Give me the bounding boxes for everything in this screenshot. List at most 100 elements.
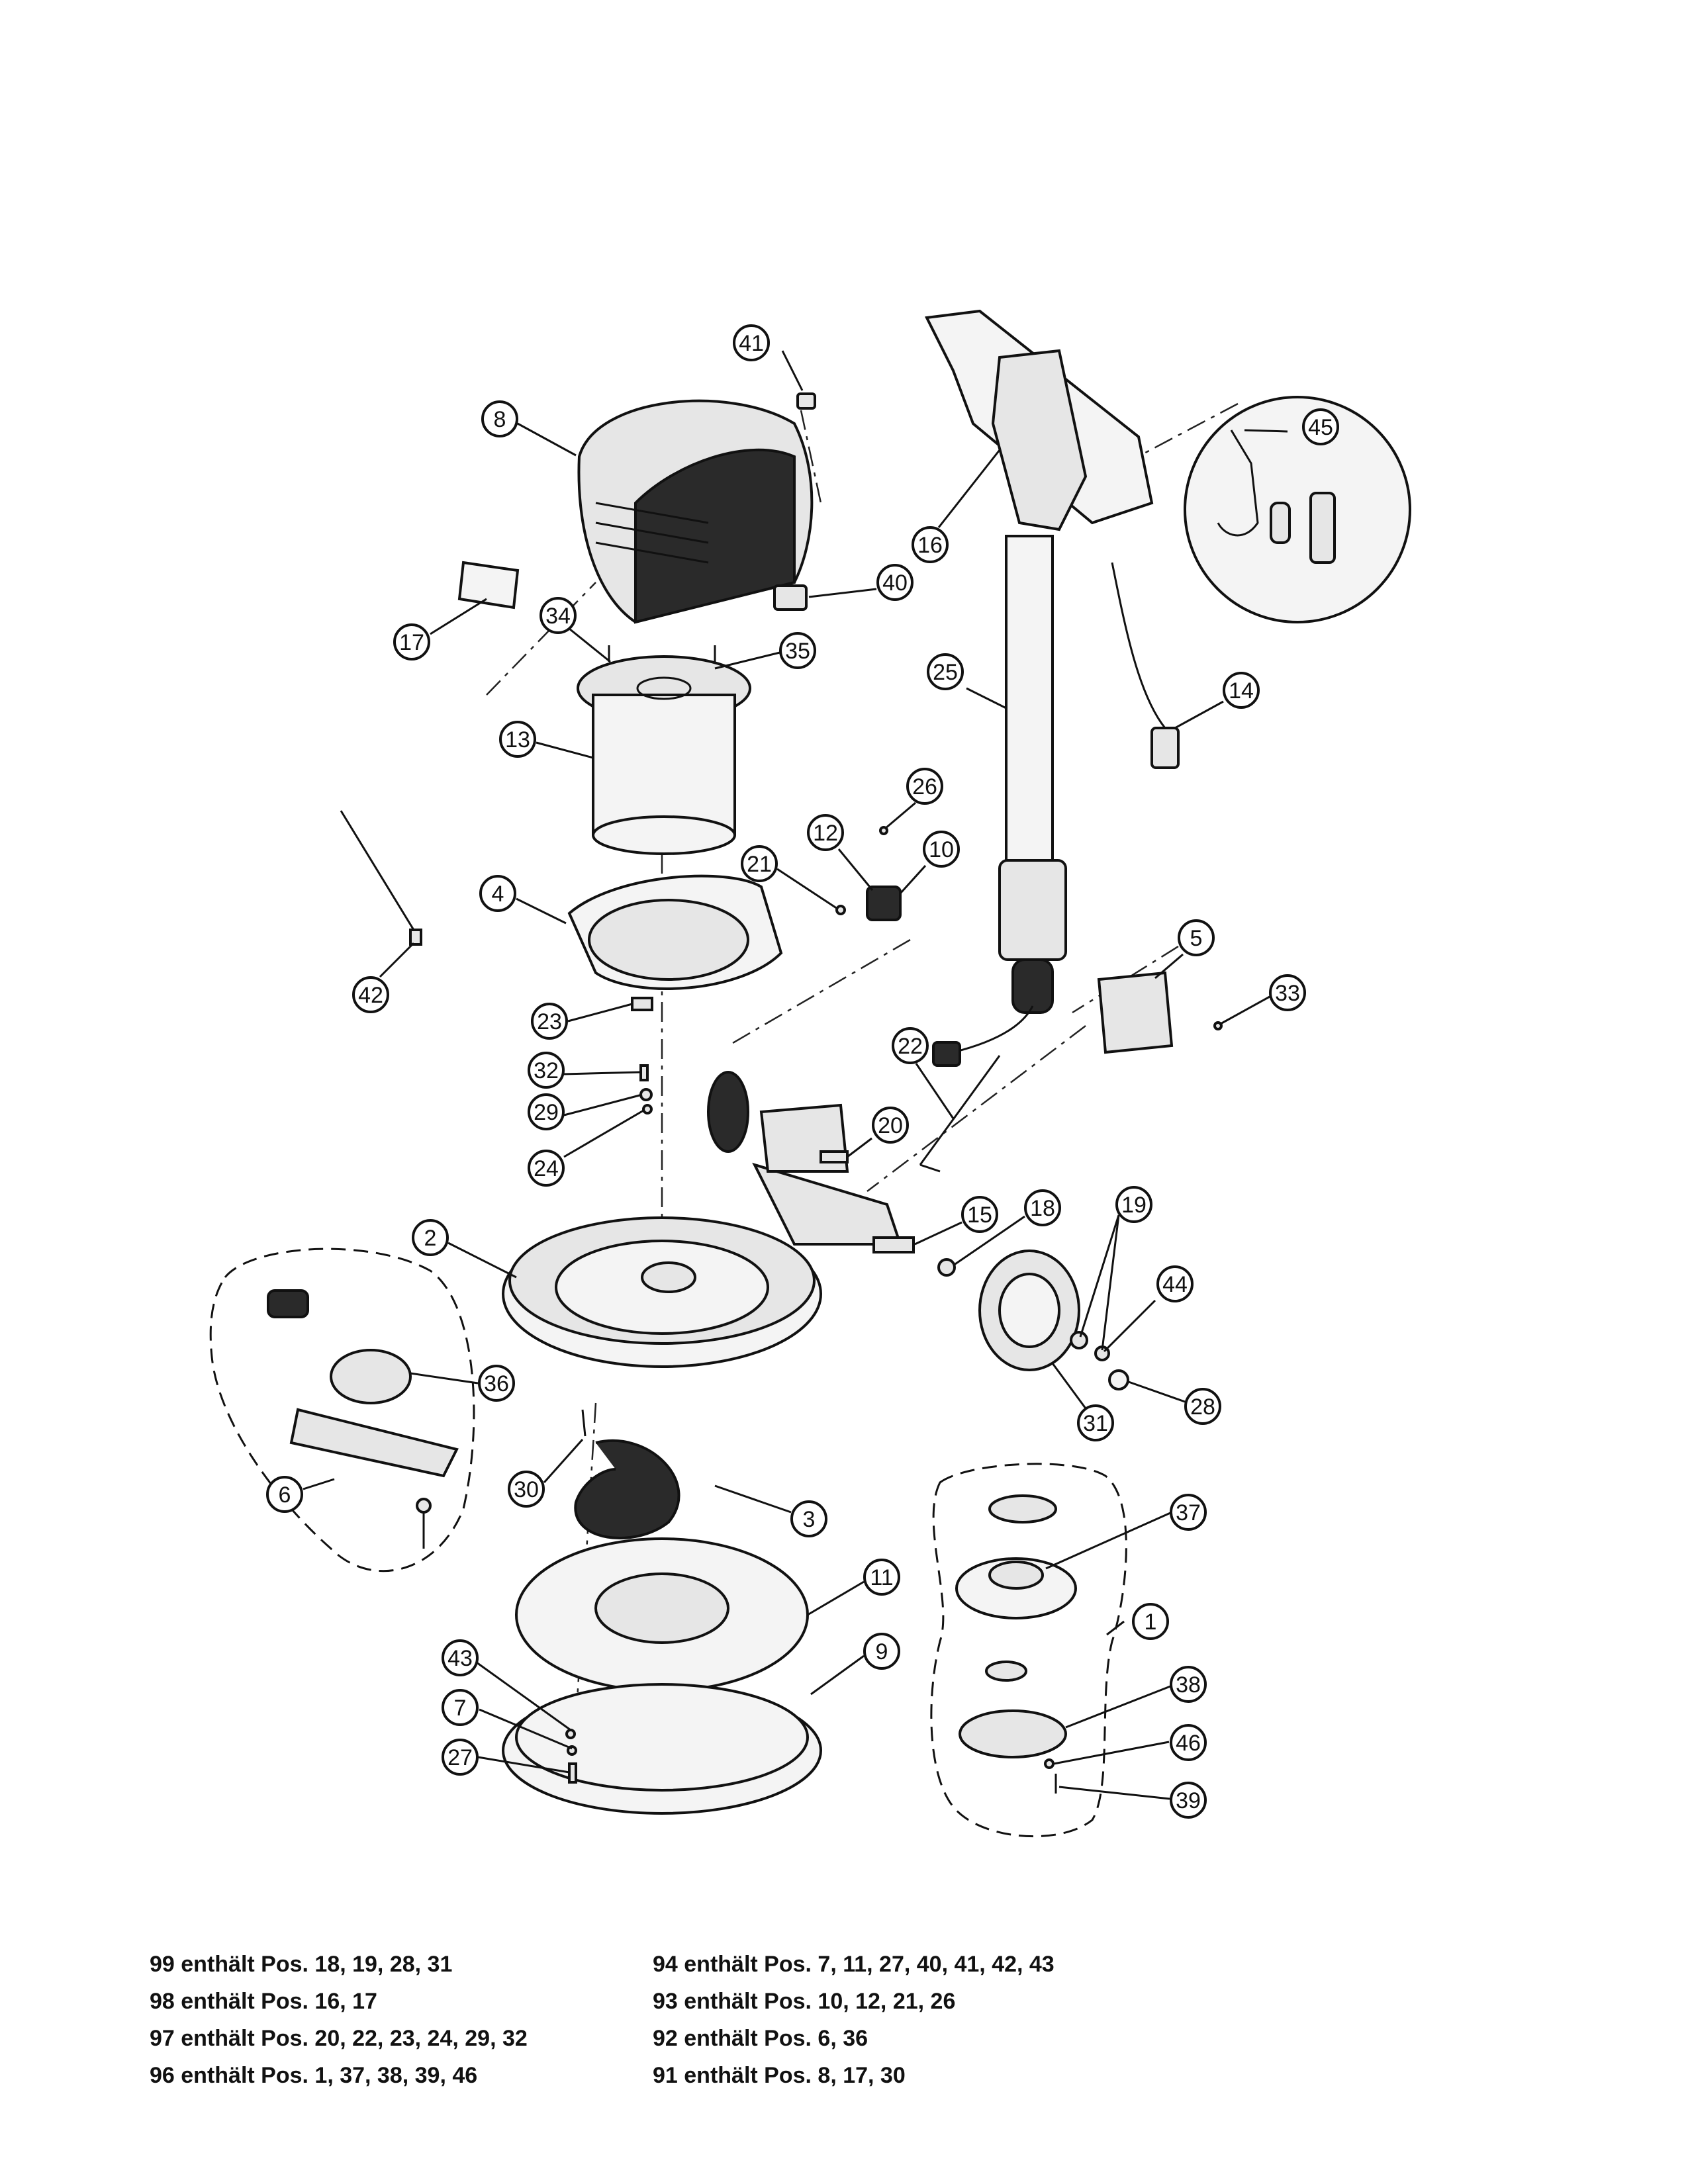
svg-text:10: 10 (929, 837, 954, 862)
callout-10: 10 (923, 831, 960, 868)
legend-column-left: 99 enthält Pos. 18, 19, 28, 31 98 enthäl… (150, 1946, 528, 2094)
svg-text:32: 32 (534, 1058, 559, 1083)
callout-34: 34 (539, 597, 577, 634)
legend-row: 99 enthält Pos. 18, 19, 28, 31 (150, 1952, 453, 1977)
legend-row: 94 enthält Pos. 7, 11, 27, 40, 41, 42, 4… (653, 1952, 1055, 1977)
svg-text:1: 1 (1145, 1610, 1157, 1635)
callout-23: 23 (531, 1003, 568, 1040)
callout-3: 3 (790, 1500, 827, 1537)
legend-row: 91 enthält Pos. 8, 17, 30 (653, 2063, 906, 2088)
part-5-bracket (1097, 971, 1223, 1054)
legend-row: 97 enthält Pos. 20, 22, 23, 24, 29, 32 (150, 2026, 528, 2051)
gasket-plate (567, 874, 783, 990)
svg-text:33: 33 (1275, 981, 1300, 1006)
svg-text:38: 38 (1176, 1672, 1201, 1698)
callout-15: 15 (961, 1196, 998, 1233)
callout-11: 11 (863, 1559, 900, 1596)
legend-row: 98 enthält Pos. 16, 17 (150, 1989, 377, 2014)
callout-1: 1 (1132, 1603, 1169, 1640)
svg-text:18: 18 (1030, 1196, 1055, 1221)
callout-28: 28 (1184, 1388, 1221, 1425)
callout-26: 26 (906, 768, 943, 805)
chassis (502, 1071, 902, 1368)
svg-text:25: 25 (933, 660, 958, 685)
idler-assembly (267, 1289, 459, 1549)
callout-22: 22 (892, 1027, 929, 1064)
motor-hood (577, 399, 814, 624)
svg-text:24: 24 (534, 1156, 559, 1181)
part-40-switch (773, 584, 808, 611)
callout-40: 40 (876, 564, 914, 601)
svg-text:21: 21 (747, 852, 772, 877)
svg-text:5: 5 (1190, 926, 1203, 951)
callout-41: 41 (733, 324, 770, 361)
callout-44: 44 (1156, 1265, 1194, 1302)
callout-24: 24 (528, 1150, 565, 1187)
svg-text:26: 26 (912, 774, 937, 799)
callout-46: 46 (1170, 1724, 1207, 1761)
part-41-plug (796, 392, 816, 410)
svg-text:40: 40 (882, 570, 908, 596)
svg-text:46: 46 (1176, 1731, 1201, 1756)
svg-text:30: 30 (514, 1477, 539, 1502)
svg-text:14: 14 (1229, 678, 1254, 704)
callout-4: 4 (479, 875, 516, 912)
hub-group-outline (930, 1463, 1127, 1838)
svg-text:35: 35 (785, 639, 810, 664)
svg-text:8: 8 (494, 407, 506, 432)
callout-9: 9 (863, 1633, 900, 1670)
drive-hub-assembly (955, 1494, 1077, 1794)
callout-5: 5 (1178, 919, 1215, 956)
callout-20: 20 (872, 1107, 909, 1144)
svg-text:29: 29 (534, 1100, 559, 1125)
part-45-hook-set (1184, 396, 1411, 623)
callout-29: 29 (528, 1093, 565, 1130)
svg-text:23: 23 (537, 1009, 562, 1034)
svg-text:17: 17 (399, 630, 424, 655)
svg-text:41: 41 (739, 331, 764, 356)
part-17-label (457, 561, 520, 610)
callout-7: 7 (442, 1689, 479, 1726)
callout-31: 31 (1077, 1404, 1114, 1441)
callout-32: 32 (528, 1052, 565, 1089)
callout-35: 35 (779, 632, 816, 669)
part-31-wheel (978, 1250, 1129, 1390)
callout-17: 17 (393, 623, 430, 660)
svg-text:19: 19 (1121, 1193, 1147, 1218)
svg-text:11: 11 (870, 1565, 893, 1590)
callout-2: 2 (412, 1219, 449, 1256)
legend-column-right: 94 enthält Pos. 7, 11, 27, 40, 41, 42, 4… (653, 1946, 1055, 2094)
callout-39: 39 (1170, 1782, 1207, 1819)
svg-text:36: 36 (484, 1371, 509, 1396)
part-11-skirt-ring (515, 1537, 809, 1692)
part-42-rod (340, 810, 422, 946)
callout-27: 27 (442, 1739, 479, 1776)
alignment-lines (486, 402, 1239, 1721)
callout-30: 30 (508, 1471, 545, 1508)
axle-parts (820, 1055, 1001, 1277)
callout-37: 37 (1170, 1494, 1207, 1531)
svg-text:20: 20 (878, 1113, 903, 1138)
callout-12: 12 (807, 814, 844, 851)
svg-text:31: 31 (1083, 1411, 1108, 1436)
svg-text:15: 15 (967, 1203, 992, 1228)
motor (577, 645, 751, 855)
svg-text:12: 12 (813, 821, 838, 846)
svg-text:43: 43 (447, 1646, 473, 1671)
svg-text:27: 27 (447, 1745, 473, 1770)
svg-text:4: 4 (492, 882, 504, 907)
callout-13: 13 (499, 721, 536, 758)
svg-text:7: 7 (454, 1696, 467, 1721)
callout-25: 25 (927, 653, 964, 690)
callout-45: 45 (1302, 408, 1339, 445)
part-3-belt (574, 1409, 680, 1539)
svg-text:22: 22 (898, 1034, 923, 1059)
part-14-cord (1111, 562, 1180, 769)
svg-text:45: 45 (1308, 415, 1333, 440)
svg-text:44: 44 (1162, 1272, 1188, 1297)
svg-text:9: 9 (876, 1639, 888, 1664)
callout-21: 21 (741, 845, 778, 882)
part-9-bumper-ring (502, 1683, 822, 1815)
callout-43: 43 (442, 1639, 479, 1676)
callout-18: 18 (1024, 1189, 1061, 1226)
